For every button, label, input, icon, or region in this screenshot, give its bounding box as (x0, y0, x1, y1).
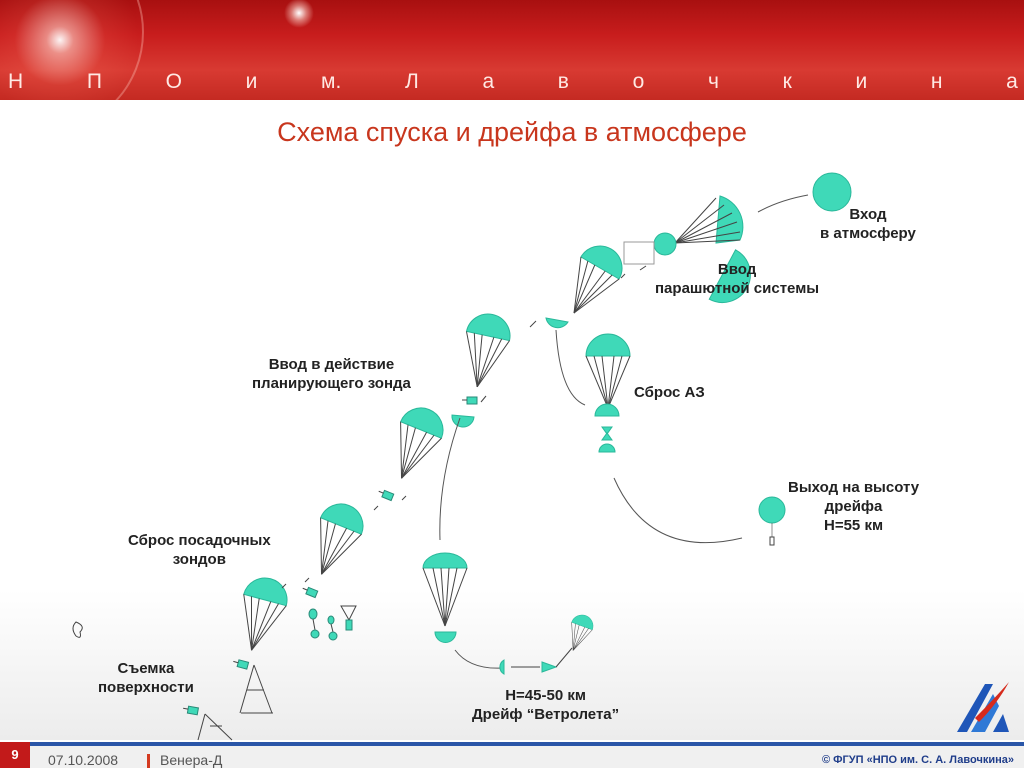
heatshield-2 (451, 414, 475, 428)
header-light-flare (0, 0, 140, 100)
surface-tower-2 (197, 713, 233, 741)
main-chute-5 (229, 572, 293, 657)
header-star-flare (284, 0, 314, 28)
brand-letter: а (1006, 70, 1018, 93)
probe-2 (461, 396, 478, 405)
vetrolet-body-b (541, 661, 558, 673)
page-number: 9 (0, 742, 30, 768)
brand-letter: ч (707, 70, 719, 93)
label-drift-altitude: Выход на высоту дрейфа Н=55 км (788, 479, 920, 534)
vetrolet-small-chute (562, 611, 597, 655)
heatshield-1 (545, 317, 569, 329)
pilot-chute-deploy (708, 249, 751, 304)
drift-branch-arc (613, 477, 743, 544)
label-surface: Съемка поверхности (98, 660, 194, 696)
drift-gondola (769, 536, 775, 546)
main-chute-4 (300, 496, 371, 583)
background-fade (0, 590, 1024, 740)
label-parachute: Ввод парашютной системы (655, 261, 820, 297)
entry-capsule (812, 172, 852, 212)
probe-3 (376, 487, 395, 502)
trajectory-ticks (281, 265, 647, 589)
surface-tower (239, 664, 273, 714)
brand-letter: в (557, 70, 569, 93)
brand-letter: П (86, 70, 102, 93)
horizontal-canopy (715, 195, 744, 244)
az-dome (594, 403, 620, 417)
aeroshell-sphere (653, 232, 677, 256)
label-gliding-probe: Ввод в действие планирующего зонда (252, 356, 411, 392)
drift-balloon (758, 496, 786, 524)
brand-letter: Л (404, 70, 419, 93)
brand-letter: и (245, 70, 258, 93)
brand-letter: и (855, 70, 868, 93)
footer-date: 07.10.2008 (48, 752, 119, 768)
brand-letter: м. (321, 70, 342, 93)
label-az-drop: Сброс АЗ (634, 384, 705, 401)
entry-arc (757, 194, 809, 213)
brand-letter: н (930, 70, 943, 93)
main-chute-2 (455, 309, 515, 392)
horizontal-lines (674, 197, 741, 244)
vetrolet-branch-arc (439, 417, 461, 541)
az-chute (585, 333, 631, 409)
footer-project: Венера-Д (160, 752, 223, 768)
az-cone-top (601, 426, 613, 435)
label-drift: Н=45-50 км Дрейф “Ветролета” (472, 687, 620, 723)
probe-5 (231, 658, 250, 670)
pilot-chute-box (623, 241, 655, 265)
vetrolet-chute (422, 552, 468, 627)
probe-6 (181, 704, 199, 716)
vetrolet-dome (434, 631, 457, 643)
footer-copyright: © ФГУП «НПО им. С. А. Лавочкина» (821, 754, 1014, 766)
vetrolet-arc (454, 649, 504, 669)
label-landing-probes: Сброс посадочных зондов (128, 532, 271, 568)
vetrolet-body-a (499, 659, 505, 675)
brand-letter: а (482, 70, 495, 93)
npo-logo-icon (957, 682, 1009, 732)
brand-letter: О (165, 70, 182, 93)
az-branch-arc (555, 329, 586, 406)
footer-separator (147, 754, 150, 768)
footer-bar (0, 742, 1024, 768)
surface-marker-icon (72, 621, 83, 638)
brand-letter: к (782, 70, 792, 93)
probe-4 (300, 584, 319, 599)
label-entry: Вход в атмосферу (820, 206, 916, 242)
landing-probes (308, 605, 357, 641)
az-cone-bottom (601, 432, 613, 441)
page-title: Схема спуска и дрейфа в атмосфере (277, 117, 747, 147)
brand-letter: о (632, 70, 645, 93)
main-chute-1 (554, 237, 631, 325)
brand-letter: Н (8, 70, 24, 93)
main-chute-3 (380, 400, 451, 487)
az-shell (598, 443, 616, 453)
